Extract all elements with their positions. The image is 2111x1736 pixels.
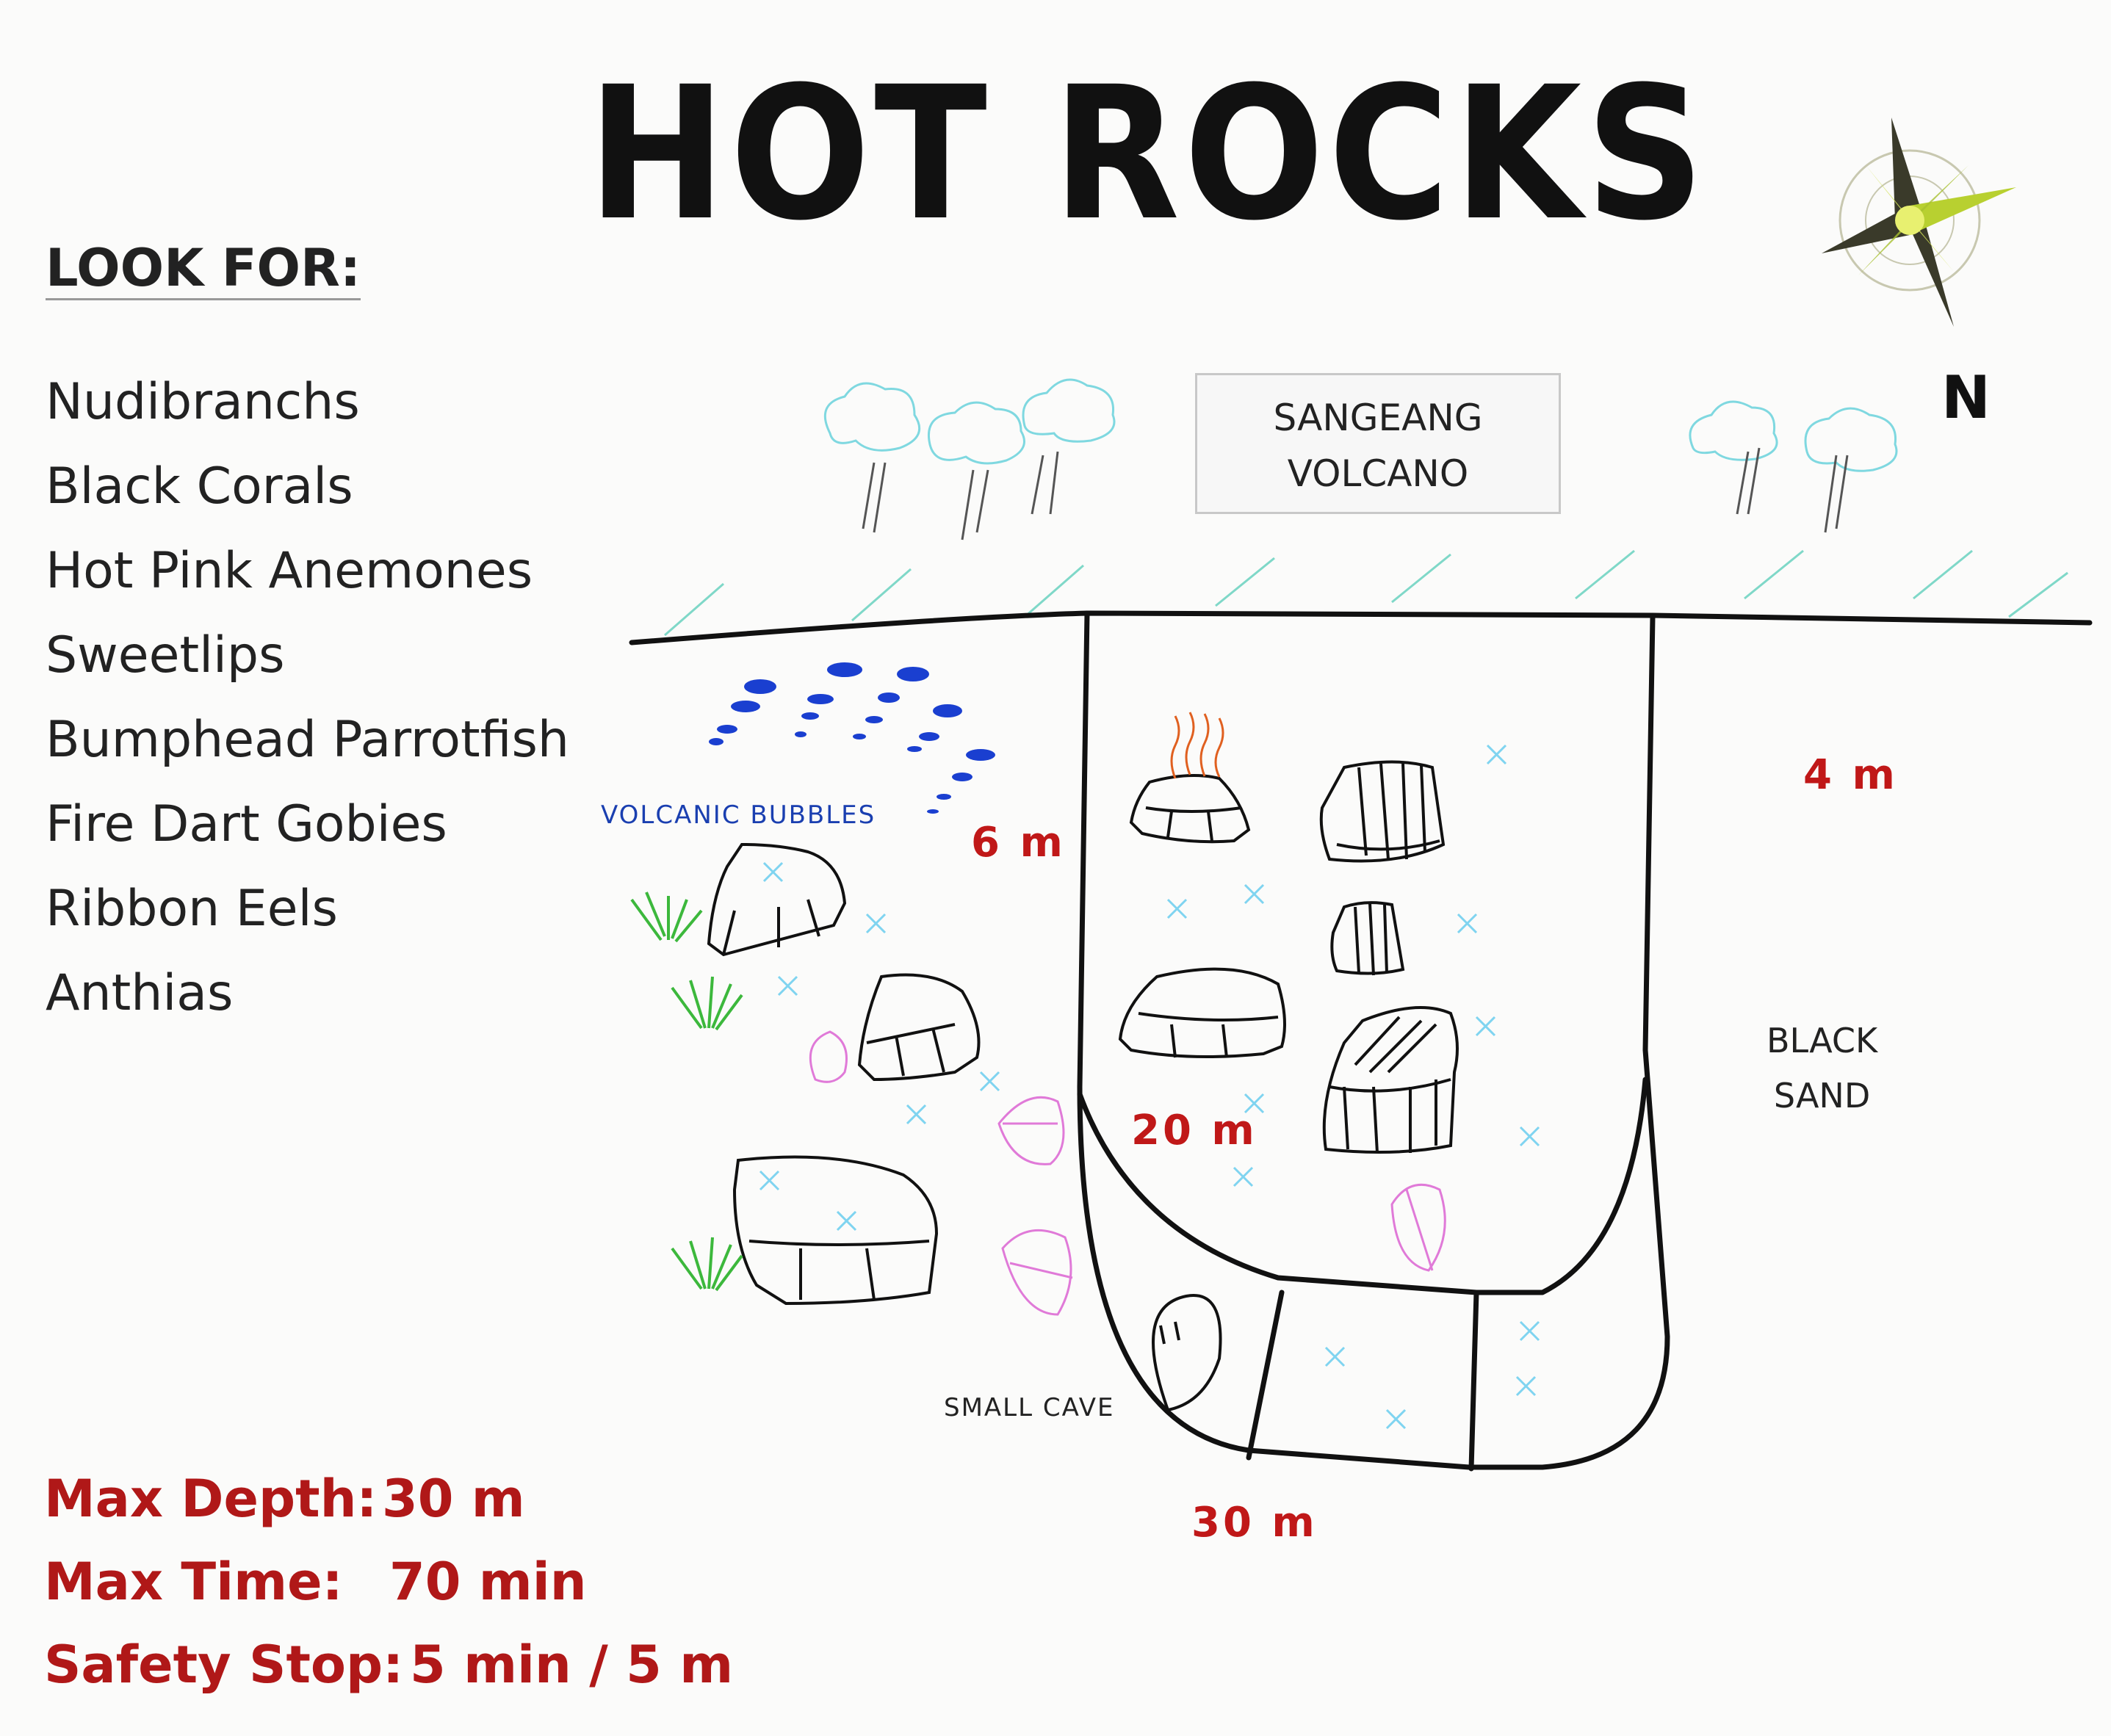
tree-icon [927, 378, 1116, 465]
tree-icon [823, 382, 921, 452]
black-sand-line2: SAND [1773, 1076, 1871, 1115]
look-for-heading: LOOK FOR: [46, 242, 361, 300]
look-for-item: Sweetlips [46, 626, 285, 684]
look-for-list: Nudibranchs Black Corals Hot Pink Anemon… [46, 360, 569, 1035]
look-for-item: Black Corals [46, 457, 353, 516]
safety-stop-label: Safety Stop: [44, 1635, 404, 1695]
anemone-icon [809, 1030, 848, 1083]
rock-icon [732, 1155, 939, 1306]
max-time-value: 70 min [389, 1552, 587, 1612]
max-time-label: Max Time: [44, 1552, 343, 1612]
shoreline [629, 610, 2093, 645]
grass-icon [671, 976, 743, 1031]
tree-icon [1689, 400, 1898, 472]
rock-icon [1330, 901, 1405, 976]
map-title: HOT ROCKS [588, 47, 1709, 261]
star-marks [759, 744, 1540, 1430]
look-for-item: Ribbon Eels [46, 880, 338, 938]
reef-outline [1077, 610, 1670, 1472]
look-for-item: Nudibranchs [46, 373, 360, 431]
depth-label-20m: 20 m [1131, 1107, 1257, 1154]
dive-info: Max Depth: 30 m Max Time: 70 min Safety … [44, 1458, 733, 1707]
volcano-label-box: SANGEANG VOLCANO [1195, 373, 1561, 514]
anemone-icon [1001, 1229, 1073, 1316]
safety-stop-row: Safety Stop: 5 min / 5 m [44, 1624, 733, 1707]
max-depth-value: 30 m [382, 1469, 525, 1529]
max-depth-label: Max Depth: [44, 1469, 378, 1529]
rock-icon [1118, 967, 1286, 1058]
max-depth-row: Max Depth: 30 m [44, 1458, 525, 1541]
rock-icon [1129, 774, 1251, 844]
cave-icon [1152, 1294, 1222, 1412]
look-for-item: Hot Pink Anemones [46, 542, 533, 600]
volcanic-bubbles-label: VOLCANIC BUBBLES [601, 800, 876, 830]
look-for-item: Fire Dart Gobies [46, 795, 447, 853]
anemone-icon [997, 1096, 1065, 1165]
north-label: N [1941, 364, 1991, 432]
tree-trunk [961, 451, 1059, 540]
tree-trunk [1736, 447, 1849, 533]
grass-icon [671, 1237, 743, 1292]
depth-label-4m: 4 m [1803, 751, 1898, 799]
compass-rose-icon [1822, 117, 2016, 327]
rock-icon [707, 842, 847, 957]
tree-trunk [862, 462, 887, 533]
anemone-icon [1390, 1183, 1446, 1272]
depth-label-6m: 6 m [971, 819, 1066, 867]
look-for-item: Bumphead Parrotfish [46, 711, 570, 769]
black-sand-label: BLACK SAND [1767, 1013, 1877, 1124]
black-sand-line1: BLACK [1767, 1021, 1878, 1060]
shore-hatching [664, 549, 2068, 637]
grass-icon [630, 891, 703, 943]
depth-label-30m: 30 m [1191, 1499, 1318, 1547]
volcano-label-line1: SANGEANG [1273, 397, 1483, 439]
bubble-icon [709, 662, 995, 814]
volcano-label-line2: VOLCANO [1287, 452, 1469, 495]
rock-icon [1319, 760, 1446, 863]
small-cave-label: SMALL CAVE [944, 1393, 1115, 1422]
heat-vent-icon [1170, 712, 1224, 779]
max-time-row: Max Time: 70 min [44, 1541, 587, 1624]
rock-icon [1322, 1006, 1459, 1154]
rock-icon [857, 973, 981, 1082]
safety-stop-value: 5 min / 5 m [410, 1635, 734, 1695]
look-for-item: Anthias [46, 964, 234, 1022]
